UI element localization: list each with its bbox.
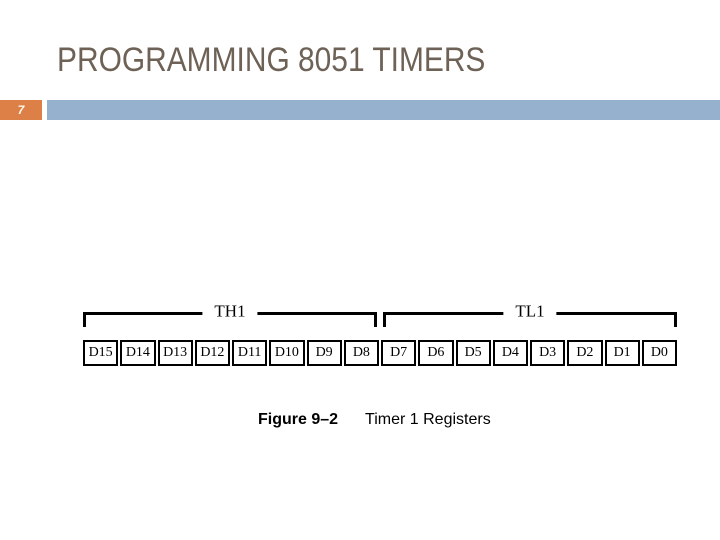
register-name: TL1 <box>503 302 557 322</box>
bit-cell: D13 <box>157 340 193 366</box>
bit-cell: D11 <box>232 340 268 366</box>
bit-cell: D4 <box>492 340 528 366</box>
bit-cell: D7 <box>381 340 417 366</box>
bit-cell: D12 <box>194 340 230 366</box>
bit-cell: D2 <box>567 340 603 366</box>
register-name: TH1 <box>202 302 258 322</box>
bit-cell: D0 <box>641 340 677 366</box>
bit-cell: D1 <box>604 340 640 366</box>
bit-cell: D10 <box>269 340 305 366</box>
figure-caption-label: Figure 9–2 <box>258 411 339 428</box>
bit-cell: D5 <box>455 340 491 366</box>
header-band <box>47 100 720 120</box>
bit-cell: D14 <box>120 340 156 366</box>
bit-cell: D15 <box>83 340 119 366</box>
register-brackets: TH1 TL1 <box>83 302 677 327</box>
page-number-badge: 7 <box>0 100 42 120</box>
figure-caption: Figure 9–2 Timer 1 Registers <box>258 411 491 429</box>
bit-cell: D9 <box>306 340 342 366</box>
bit-cell: D8 <box>343 340 379 366</box>
bit-cell: D3 <box>530 340 566 366</box>
page-number: 7 <box>17 103 25 117</box>
slide-title: PROGRAMMING 8051 TIMERS <box>57 41 486 79</box>
bracket-tl1: TL1 <box>383 302 677 327</box>
figure-caption-text: Timer 1 Registers <box>365 411 491 428</box>
bit-cell: D6 <box>418 340 454 366</box>
bracket-th1: TH1 <box>83 302 377 327</box>
